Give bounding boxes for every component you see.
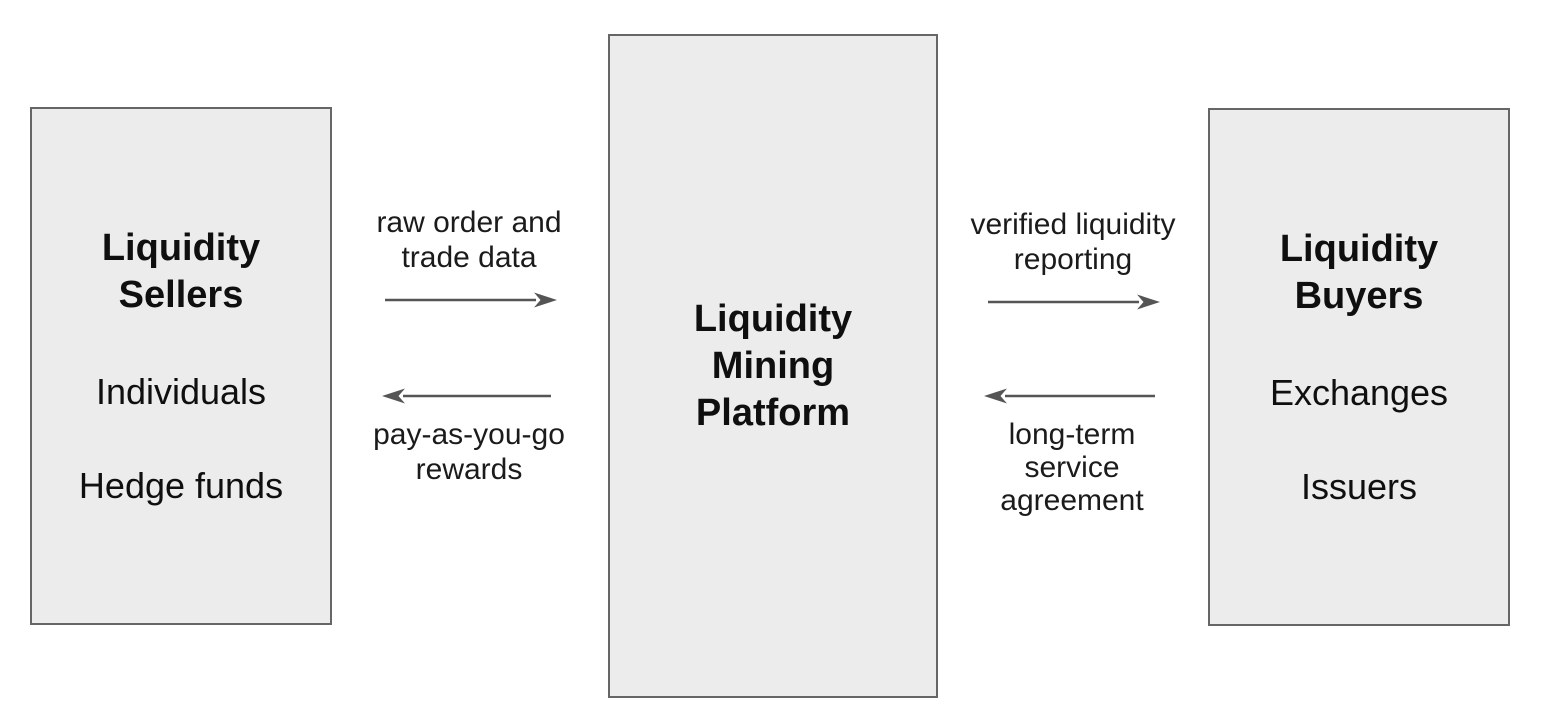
node-item-individuals: Individuals — [95, 371, 267, 412]
node-item-hedge-funds: Hedge funds — [78, 465, 284, 506]
flow-label-line: pay-as-you-go — [373, 418, 565, 451]
node-title: Liquidity Mining Platform — [694, 296, 852, 437]
node-title-line: Liquidity — [1279, 228, 1439, 270]
node-title-line: Buyers — [1294, 275, 1424, 317]
node-title: Liquidity Sellers — [102, 225, 260, 319]
arrow-left-rewards-icon — [382, 388, 551, 404]
flow-label-reporting: verified liquidity reporting — [970, 207, 1175, 277]
node-title-line: Platform — [695, 391, 851, 434]
flow-label-rewards: pay-as-you-go rewards — [373, 417, 565, 487]
flow-label-raw-data: raw order and trade data — [376, 205, 561, 275]
node-liquidity-sellers: Liquidity Sellers Individuals Hedge fund… — [30, 107, 332, 625]
node-item-issuers: Issuers — [1300, 466, 1418, 507]
flow-label-line: service — [1024, 451, 1120, 484]
flow-label-line: reporting — [1013, 243, 1133, 276]
flow-label-agreement: long-term service agreement — [1000, 418, 1143, 517]
node-title-line: Sellers — [118, 274, 244, 316]
flow-label-line: raw order and — [376, 206, 562, 239]
node-liquidity-buyers: Liquidity Buyers Exchanges Issuers — [1208, 108, 1510, 626]
arrow-right-reporting-icon — [988, 294, 1160, 310]
node-title-line: Liquidity — [101, 227, 261, 269]
flow-label-line: agreement — [1000, 484, 1144, 517]
flow-label-line: trade data — [401, 241, 537, 274]
node-item-exchanges: Exchanges — [1269, 372, 1449, 413]
flow-label-line: rewards — [415, 453, 523, 486]
node-title: Liquidity Buyers — [1280, 226, 1438, 320]
arrow-right-raw-data-icon — [385, 292, 557, 308]
node-liquidity-mining-platform: Liquidity Mining Platform — [608, 34, 938, 698]
flow-label-line: verified liquidity — [970, 208, 1176, 241]
node-title-line: Mining — [711, 344, 835, 387]
flow-label-line: long-term — [1008, 418, 1136, 451]
arrow-left-agreement-icon — [984, 388, 1155, 404]
node-title-line: Liquidity — [693, 297, 853, 340]
